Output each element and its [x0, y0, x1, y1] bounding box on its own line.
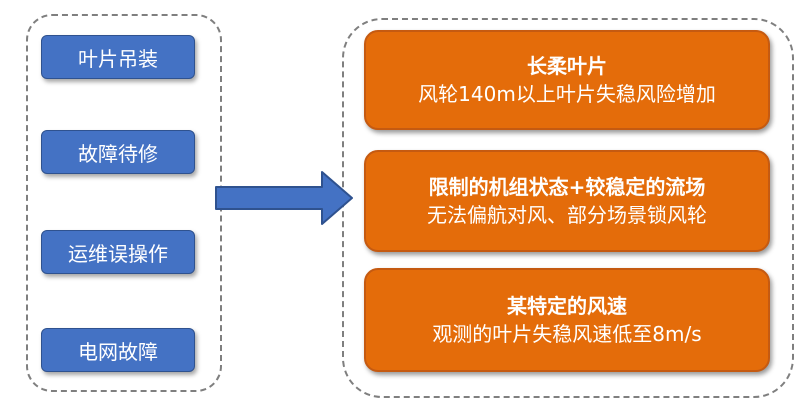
- scenario-box-maintenance-error: 运维误操作: [41, 230, 195, 274]
- scenario-box-grid-fault: 电网故障: [41, 328, 195, 372]
- right-arrow-icon: [215, 171, 353, 225]
- condition-subtitle: 风轮140m以上叶片失稳风险增加: [418, 82, 716, 106]
- scenario-label: 运维误操作: [68, 241, 168, 266]
- scenario-label: 叶片吊装: [78, 46, 158, 71]
- condition-title: 某特定的风速: [507, 294, 627, 318]
- condition-title: 限制的机组状态+较稳定的流场: [428, 175, 706, 199]
- condition-subtitle: 观测的叶片失稳风速低至8m/s: [432, 322, 702, 346]
- scenario-label: 电网故障: [78, 339, 158, 364]
- condition-box-restricted-state: 限制的机组状态+较稳定的流场 无法偏航对风、部分场景锁风轮: [364, 150, 770, 252]
- scenario-box-fault-pending-repair: 故障待修: [41, 130, 195, 174]
- condition-box-long-flexible-blade: 长柔叶片 风轮140m以上叶片失稳风险增加: [364, 30, 770, 130]
- condition-subtitle: 无法偏航对风、部分场景锁风轮: [427, 203, 707, 227]
- condition-box-specific-wind-speed: 某特定的风速 观测的叶片失稳风速低至8m/s: [364, 268, 770, 372]
- right-group-frame: [342, 18, 794, 398]
- scenario-label: 故障待修: [78, 141, 158, 166]
- condition-title: 长柔叶片: [527, 54, 607, 78]
- scenario-box-blade-hoisting: 叶片吊装: [41, 35, 195, 79]
